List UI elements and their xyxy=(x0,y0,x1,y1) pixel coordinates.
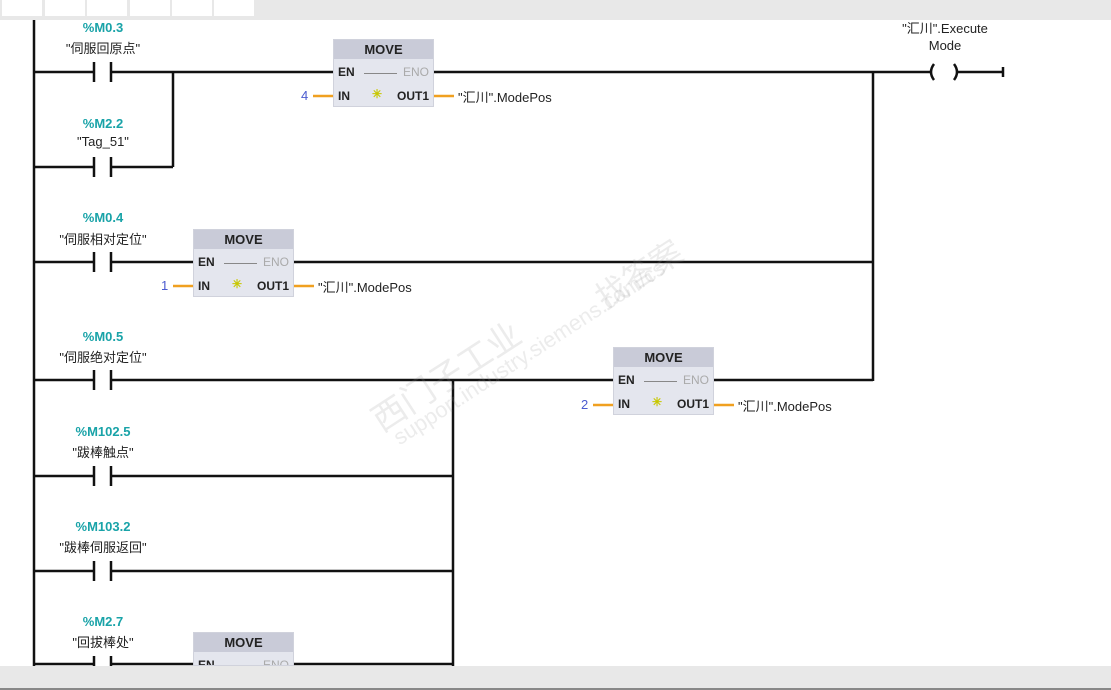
pin-out: OUT1 xyxy=(396,89,429,103)
move-title: MOVE xyxy=(334,40,433,59)
move-block[interactable]: MOVE EN ENO IN ✳ OUT1 xyxy=(193,229,294,297)
pin-en: EN xyxy=(618,373,635,387)
pin-eno: ENO xyxy=(682,373,709,387)
move-block[interactable]: MOVE EN ENO IN ✳ OUT1 xyxy=(613,347,714,415)
contact-symbol[interactable]: "Tag_51" xyxy=(77,134,129,149)
contact-symbol[interactable]: "跋棒伺服返回" xyxy=(59,540,147,555)
asterisk-icon: ✳ xyxy=(232,277,243,291)
toolbar-button[interactable] xyxy=(45,0,85,16)
status-bar xyxy=(0,666,1111,690)
coil-tag-member: Mode xyxy=(928,38,962,53)
move-title: MOVE xyxy=(194,633,293,652)
contact-address: %M0.5 xyxy=(82,329,124,344)
out-target[interactable]: "汇川".ModePos xyxy=(318,280,412,295)
toolbar xyxy=(0,0,1111,20)
contact-symbol[interactable]: "跋棒触点" xyxy=(72,445,134,460)
pin-eno: ENO xyxy=(262,255,289,269)
pin-eno: ENO xyxy=(262,658,289,666)
in-value[interactable]: 4 xyxy=(301,88,309,103)
pin-en: EN xyxy=(338,65,355,79)
contact-address: %M0.3 xyxy=(82,20,124,35)
asterisk-icon: ✳ xyxy=(372,87,383,101)
contact-symbol[interactable]: "伺服绝对定位" xyxy=(59,350,147,365)
contact-address: %M102.5 xyxy=(75,424,131,439)
contact-address: %M103.2 xyxy=(75,519,131,534)
contact-address: %M2.2 xyxy=(82,116,124,131)
move-title: MOVE xyxy=(614,348,713,367)
out-target[interactable]: "汇川".ModePos xyxy=(458,90,552,105)
move-block[interactable]: MOVE EN ENO xyxy=(193,632,294,666)
pin-en: EN xyxy=(198,658,215,666)
pin-in: IN xyxy=(338,89,350,103)
toolbar-button[interactable] xyxy=(2,0,42,16)
toolbar-button[interactable] xyxy=(130,0,170,16)
coil-tag: "汇川".Execute xyxy=(902,21,988,36)
pin-in: IN xyxy=(618,397,630,411)
move-title: MOVE xyxy=(194,230,293,249)
coil xyxy=(929,63,959,81)
pin-in: IN xyxy=(198,279,210,293)
pin-en: EN xyxy=(198,255,215,269)
contact-address: %M2.7 xyxy=(82,614,124,629)
toolbar-button[interactable] xyxy=(214,0,254,16)
toolbar-button[interactable] xyxy=(87,0,127,16)
contact-symbol[interactable]: "回拔棒处" xyxy=(72,635,134,650)
contact-symbol[interactable]: "伺服相对定位" xyxy=(59,232,147,247)
contact-address: %M0.4 xyxy=(82,210,124,225)
pin-out: OUT1 xyxy=(256,279,289,293)
out-target[interactable]: "汇川".ModePos xyxy=(738,399,832,414)
pin-eno: ENO xyxy=(402,65,429,79)
move-block[interactable]: MOVE EN ENO IN ✳ OUT1 xyxy=(333,39,434,107)
in-value[interactable]: 1 xyxy=(161,278,169,293)
toolbar-button[interactable] xyxy=(172,0,212,16)
pin-out: OUT1 xyxy=(676,397,709,411)
contacts xyxy=(92,62,113,666)
asterisk-icon: ✳ xyxy=(652,395,663,409)
in-value[interactable]: 2 xyxy=(581,397,589,412)
contact-symbol[interactable]: "伺服回原点" xyxy=(65,41,141,56)
